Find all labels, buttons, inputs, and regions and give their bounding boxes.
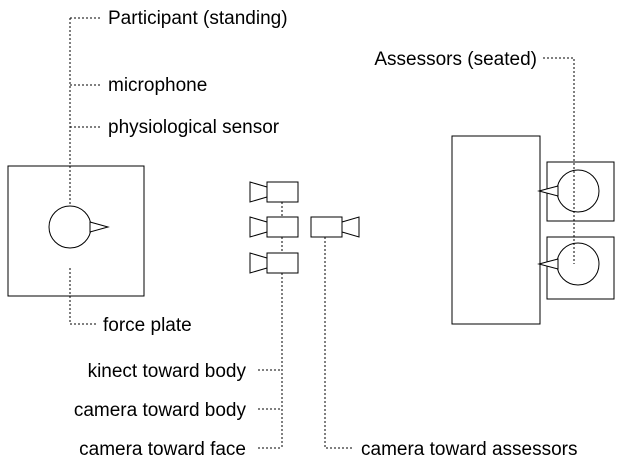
participant-head [48, 205, 92, 249]
camera-body-label: camera toward body [74, 400, 247, 421]
camera-assessors-leader [324, 237, 354, 449]
assessor-nose-2 [537, 258, 559, 270]
camera-face-icon [249, 252, 299, 274]
assessors-label: Assessors (seated) [374, 49, 537, 70]
kinect-icon [249, 181, 299, 203]
participant-label: Participant (standing) [108, 8, 288, 29]
assessor-head-2 [556, 242, 600, 286]
physiological-sensor-label: physiological sensor [108, 117, 280, 138]
force-plate-label: force plate [103, 315, 192, 336]
assessor-nose-1 [537, 185, 559, 197]
assessors-leader [543, 57, 575, 264]
participant-nose [89, 221, 110, 233]
assessor-table [451, 135, 541, 325]
force-plate-leader [69, 268, 97, 325]
assessor-head-1 [556, 169, 600, 213]
camera-assessors-label: camera toward assessors [361, 439, 577, 460]
camera-face-label: camera toward face [79, 439, 246, 460]
camera-assessors-icon [310, 216, 360, 238]
kinect-label: kinect toward body [88, 361, 247, 382]
microphone-label: microphone [108, 75, 207, 96]
camera-body-icon [249, 216, 299, 238]
